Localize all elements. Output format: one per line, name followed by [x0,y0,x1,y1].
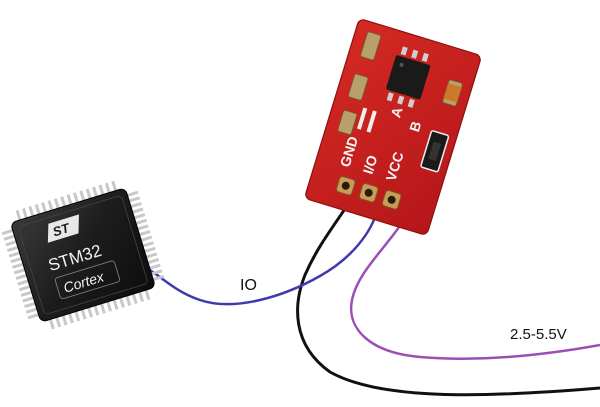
chip-pin [20,290,33,297]
chip-pin [127,190,139,197]
chip-pin [131,292,138,305]
wire-gnd-black [296,197,600,397]
stm32-microcontroller: ST STM32 Cortex [1,180,165,330]
chip-pins [1,180,165,330]
wire-vcc-purple [349,212,600,360]
chip-pin [152,274,165,281]
chip-pin [139,230,151,237]
chip-pin [24,301,36,309]
header-pins [336,176,402,210]
chip-pin [48,317,55,330]
pin-label-io: I/O [360,153,381,176]
chip-pin [25,307,38,314]
chip-pin [73,192,80,204]
chip-pin [118,296,125,308]
chip-pin [135,218,148,225]
chip-body [11,188,155,322]
chip-pin [22,296,34,303]
chip-pin [147,258,160,265]
chip-pin [144,288,151,301]
chip-pin [61,314,68,326]
chip-pin [92,186,99,198]
chip-pin [137,290,145,303]
io-wire-label: IO [240,277,257,294]
jumper-label-b: B [406,119,424,133]
chip-pin [85,188,92,200]
wire-io-blue [145,207,380,306]
chip-pin [106,300,113,312]
chip-pin [60,196,67,208]
chip-pin [130,201,142,209]
chip-pin [132,207,144,214]
chip-pin [99,302,106,314]
chip-pin [111,180,118,193]
chip-pin [145,252,158,259]
chip-pin [128,196,141,203]
chip-pin [47,200,54,212]
chip-pin [142,241,154,248]
chip-pin [15,273,27,280]
chip-pin [98,184,105,196]
chip-pin [1,229,14,236]
brand-mark: ST [51,220,72,240]
chip-pin [86,306,93,318]
chip-pin [8,251,21,258]
chip-pin [133,213,146,220]
chip-pin [34,204,41,216]
chip-pin [104,182,111,194]
chip-pin [53,198,60,210]
chip-pin [140,235,153,242]
chip-pin [149,263,161,270]
chip-pin [112,298,119,310]
chip-pin [151,269,163,276]
chip-pin [18,285,31,292]
chip-pin [125,294,132,306]
chip-pin [74,310,81,322]
touch-ic-chip [386,46,431,108]
touch-sensor-module: A B GND I/O VCC [305,19,481,235]
chip-pin [55,316,62,328]
chip-pin [10,257,22,264]
chip-pin [27,313,39,320]
chip-pin [144,246,156,253]
chip-pin [5,240,17,247]
jumper-label-a: A [387,105,405,119]
chip-pin [6,245,19,252]
led-indicator [443,83,462,103]
chip-pin [66,194,73,206]
voltage-wire-label: 2.5-5.5V [510,326,567,343]
chip-pin [17,279,29,286]
chip-pin [80,308,87,320]
chip-pin [41,202,48,214]
chip-pin [21,207,29,220]
chip-pin [67,312,74,324]
chip-pin [79,190,86,202]
chip-pin [12,262,24,269]
st-logo-icon: ST [47,214,79,243]
chip-pin [93,304,100,316]
chip-pin [137,224,149,231]
chip-pin [3,234,15,241]
chip-pin [15,209,22,222]
chip-pin [28,205,35,218]
chip-pin [13,268,26,275]
